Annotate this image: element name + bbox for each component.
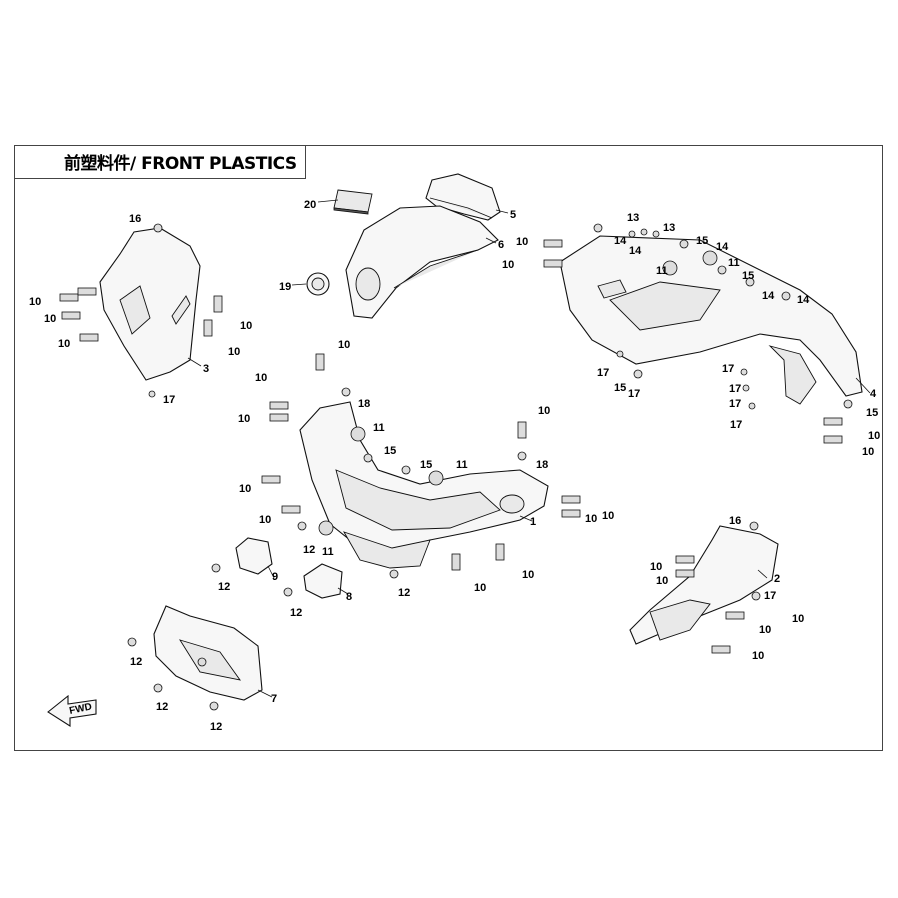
callout-14a: 14 [614, 235, 627, 247]
callout-10a: 10 [29, 296, 41, 308]
callout-labels: 20 19 5 6 16 10 10 10 10 10 3 17 10 10 1… [29, 199, 880, 733]
callout-17c: 17 [628, 388, 640, 400]
callout-12d: 12 [290, 607, 302, 619]
callout-10b: 10 [44, 313, 56, 325]
part-20-pad [333, 189, 373, 215]
callout-11b: 11 [456, 459, 468, 471]
callout-10g: 10 [255, 372, 267, 384]
callout-12e: 12 [130, 656, 142, 668]
callout-10j: 10 [239, 483, 251, 495]
fasteners [59, 223, 853, 711]
callout-10w: 10 [759, 624, 771, 636]
callout-6: 6 [498, 239, 504, 251]
callout-11d: 11 [656, 265, 668, 277]
callout-17f: 17 [729, 398, 741, 410]
leader-lines [187, 199, 871, 698]
callout-10d: 10 [240, 320, 252, 332]
part-3-left-side-panel [99, 227, 201, 381]
callout-13b: 13 [663, 222, 675, 234]
callout-17e: 17 [729, 383, 741, 395]
callout-11c: 11 [322, 546, 334, 558]
callout-14b: 14 [629, 245, 642, 257]
part-6-headlight-cowl [345, 205, 499, 319]
part-7-skid-plate [153, 605, 263, 701]
callout-12c: 12 [218, 581, 230, 593]
callout-11a: 11 [373, 422, 385, 434]
callout-10p: 10 [516, 236, 528, 248]
callout-14d: 14 [762, 290, 775, 302]
part-8-cover [303, 563, 343, 599]
callout-17a: 17 [163, 394, 175, 406]
part-9-cover [235, 537, 273, 575]
callout-10h: 10 [238, 413, 250, 425]
part-5-windscreen [425, 173, 501, 221]
callout-10v: 10 [792, 613, 804, 625]
fwd-arrow: FWD [47, 694, 97, 728]
callout-10f: 10 [338, 339, 350, 351]
callout-15d: 15 [742, 270, 754, 282]
callout-10s: 10 [862, 446, 874, 458]
title-box: 前塑料件/ FRONT PLASTICS [14, 145, 306, 179]
callout-1: 1 [530, 516, 536, 528]
callout-10n: 10 [522, 569, 534, 581]
callout-10l: 10 [585, 513, 597, 525]
callout-12f: 12 [156, 701, 168, 713]
callout-8: 8 [346, 591, 352, 603]
callout-15a: 15 [384, 445, 396, 457]
diagram-frame [14, 145, 883, 751]
part-4-front-fender-rack [559, 235, 863, 405]
callout-3: 3 [203, 363, 209, 375]
callout-17d: 17 [722, 363, 734, 375]
callout-16b: 16 [729, 515, 741, 527]
callout-14e: 14 [797, 294, 810, 306]
callout-12g: 12 [210, 721, 222, 733]
part-2-right-side-panel [629, 525, 779, 645]
callout-10x: 10 [752, 650, 764, 662]
callout-10i: 10 [538, 405, 550, 417]
callout-10t: 10 [650, 561, 662, 573]
callout-16a: 16 [129, 213, 141, 225]
callout-15f: 15 [866, 407, 878, 419]
callout-9: 9 [272, 571, 278, 583]
callout-15c: 15 [696, 235, 708, 247]
callout-20: 20 [304, 199, 316, 211]
part-1-front-bumper [299, 401, 549, 569]
callout-5: 5 [510, 209, 516, 221]
part-19-cap [306, 272, 330, 296]
callout-10o: 10 [474, 582, 486, 594]
callout-12b: 12 [398, 587, 410, 599]
callout-7: 7 [271, 693, 277, 705]
callout-4: 4 [870, 388, 877, 400]
callout-12a: 12 [303, 544, 315, 556]
callout-10u: 10 [656, 575, 668, 587]
callout-15b: 15 [420, 459, 432, 471]
callout-17b: 17 [597, 367, 609, 379]
callout-17g: 17 [730, 419, 742, 431]
fwd-label: FWD [68, 701, 93, 716]
callout-10e: 10 [228, 346, 240, 358]
callout-10m: 10 [602, 510, 614, 522]
callout-19: 19 [279, 281, 291, 293]
callout-11e: 11 [728, 257, 740, 269]
callout-10r: 10 [868, 430, 880, 442]
callout-13a: 13 [627, 212, 639, 224]
callout-18a: 18 [358, 398, 370, 410]
callout-18b: 18 [536, 459, 548, 471]
callout-10k: 10 [259, 514, 271, 526]
callout-14c: 14 [716, 241, 729, 253]
callout-10c: 10 [58, 338, 70, 350]
callout-2: 2 [774, 573, 780, 585]
diagram-title: 前塑料件/ FRONT PLASTICS [64, 154, 297, 174]
callout-15e: 15 [614, 382, 626, 394]
callout-10q: 10 [502, 259, 514, 271]
callout-17h: 17 [764, 590, 776, 602]
